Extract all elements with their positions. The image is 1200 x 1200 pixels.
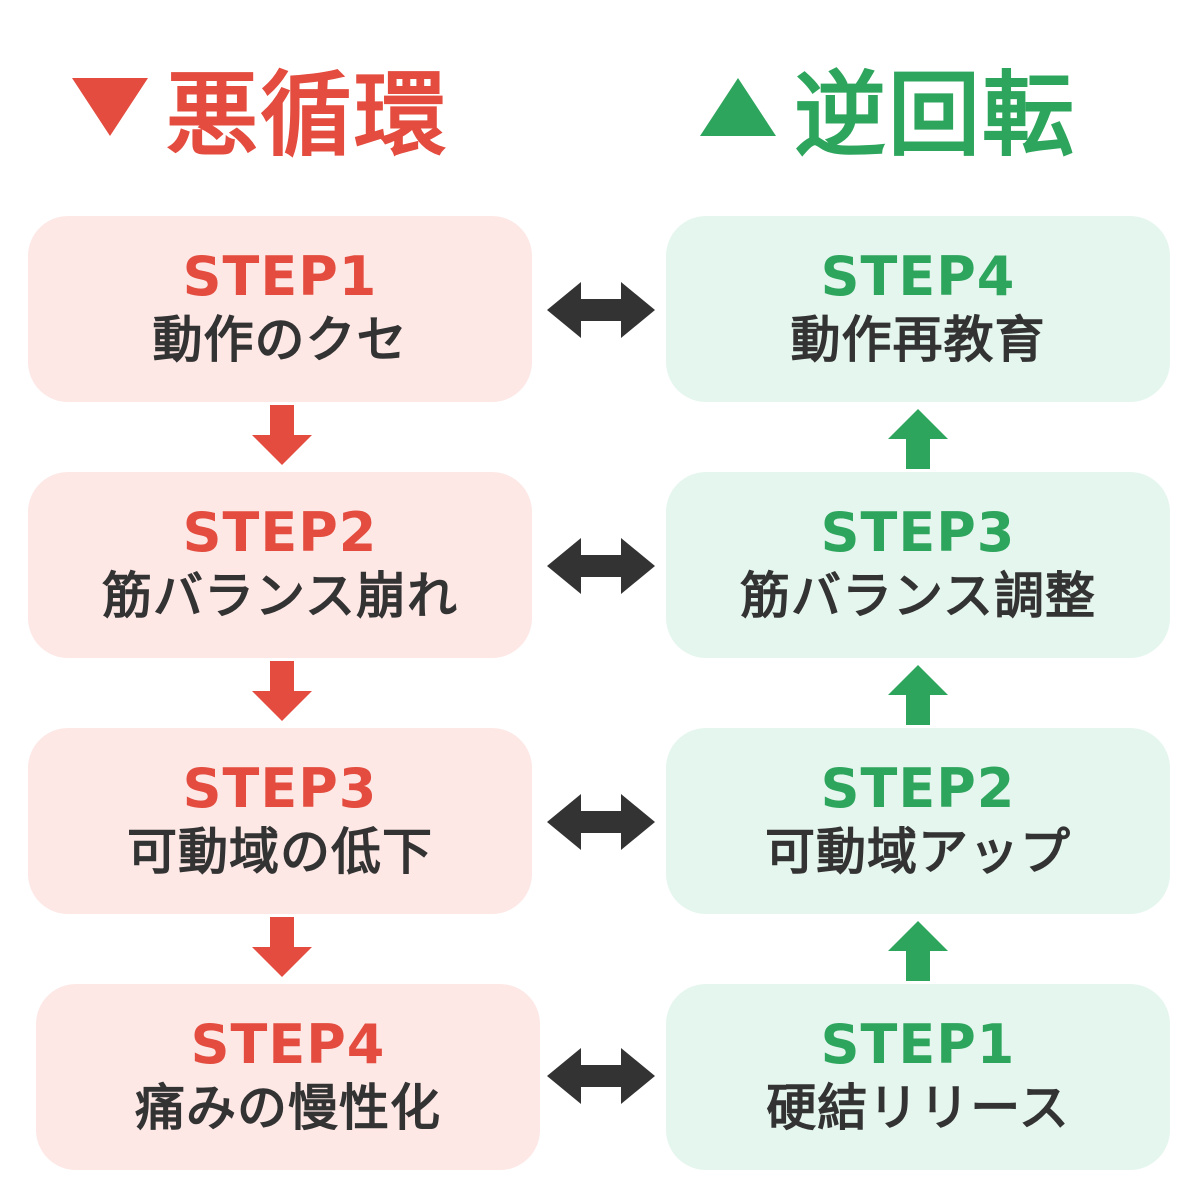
green-up-arrow-icon [888,921,948,981]
double-arrow-icon [547,282,655,338]
left-column-title: 悪循環 [72,52,448,169]
down-triangle-icon [72,78,148,136]
step-number: STEP3 [820,501,1016,564]
right-step-card-3: STEP3 筋バランス調整 [666,472,1170,658]
left-step-card-2: STEP2 筋バランス崩れ [28,472,532,658]
red-down-arrow-icon [252,917,312,977]
step-label: 動作再教育 [790,311,1046,369]
right-step-card-1: STEP1 硬結リリース [666,984,1170,1170]
double-arrow-icon [547,538,655,594]
step-label: 動作のクセ [152,311,408,369]
red-down-arrow-icon [252,661,312,721]
step-label: 痛みの慢性化 [135,1079,441,1137]
step-number: STEP3 [182,757,378,820]
up-triangle-icon [700,78,776,136]
step-number: STEP1 [820,1013,1016,1076]
left-step-card-1: STEP1 動作のクセ [28,216,532,402]
step-label: 筋バランス調整 [740,567,1096,625]
green-up-arrow-icon [888,409,948,469]
step-label: 筋バランス崩れ [102,567,458,625]
step-number: STEP2 [820,757,1016,820]
right-step-card-4: STEP4 動作再教育 [666,216,1170,402]
red-down-arrow-icon [252,405,312,465]
right-title-text: 逆回転 [794,61,1077,169]
left-step-card-3: STEP3 可動域の低下 [28,728,532,914]
step-label: 可動域アップ [765,823,1071,881]
step-label: 可動域の低下 [127,823,433,881]
step-number: STEP4 [820,245,1016,308]
step-label: 硬結リリース [766,1079,1070,1137]
step-number: STEP4 [190,1013,386,1076]
right-column-title: 逆回転 [700,52,1076,169]
double-arrow-icon [547,794,655,850]
right-step-card-2: STEP2 可動域アップ [666,728,1170,914]
left-title-text: 悪循環 [166,61,449,169]
step-number: STEP1 [182,245,378,308]
left-step-card-4: STEP4 痛みの慢性化 [36,984,540,1170]
double-arrow-icon [547,1048,655,1104]
step-number: STEP2 [182,501,378,564]
green-up-arrow-icon [888,665,948,725]
